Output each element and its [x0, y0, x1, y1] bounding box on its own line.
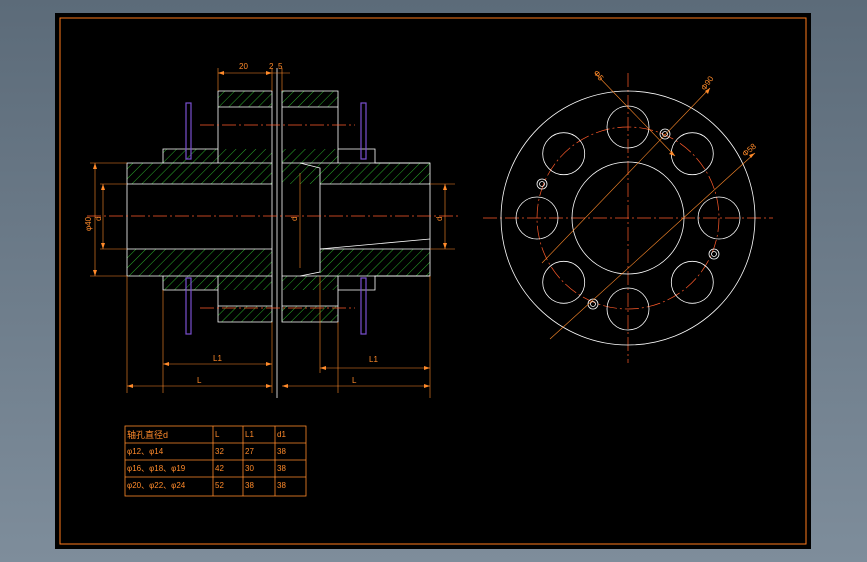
- bolt-holes: [515, 105, 741, 331]
- dim-label-right-d: d: [435, 217, 444, 221]
- table-header-L1: L1: [245, 430, 254, 439]
- bolt-hole: [606, 287, 650, 331]
- hub-outline: [571, 161, 685, 275]
- dim-label-d5: Φ5: [591, 69, 605, 84]
- table-cell: 30: [245, 464, 254, 473]
- hatch-regions: [127, 91, 430, 322]
- flange-outline: [500, 90, 756, 346]
- dim-label-5: 5: [278, 62, 283, 71]
- dim-label-20: 20: [239, 62, 248, 71]
- table-header-bore: 轴孔直径d: [127, 429, 168, 440]
- table-cell: 38: [277, 464, 286, 473]
- dim-label-center-d: d: [290, 217, 299, 221]
- dim-label-left-d: d: [94, 217, 103, 221]
- bolts: [185, 102, 367, 335]
- section-dimensions: [90, 68, 455, 398]
- bolt-hole: [697, 196, 741, 240]
- centerlines: [87, 124, 460, 309]
- dim-label-L1-right: L1: [369, 355, 378, 364]
- table-header-L: L: [215, 430, 220, 439]
- table-cell: 42: [215, 464, 224, 473]
- table-cell: φ16、φ18、φ19: [127, 464, 186, 473]
- dim-label-dia40: φ40: [84, 216, 93, 231]
- bolt-hole: [542, 132, 586, 176]
- end-view: Φ5 Φ90 Φ58: [483, 69, 773, 363]
- dim-label-2: 2: [269, 62, 274, 71]
- bolt-hole: [670, 132, 714, 176]
- bolt-hole: [670, 260, 714, 304]
- dimension-arrows: [93, 71, 447, 388]
- dim-label-d90: Φ90: [699, 74, 715, 92]
- spec-table: 轴孔直径d L L1 d1 φ12、φ14 32 27 38 φ16、φ18、φ…: [124, 425, 307, 497]
- bolt-hole: [515, 196, 559, 240]
- drawing-frame: [59, 17, 807, 545]
- pin-holes: [536, 128, 720, 310]
- table-header-d1: d1: [277, 430, 286, 439]
- section-view: [126, 68, 431, 398]
- table-cell: φ20、φ22、φ24: [127, 481, 186, 490]
- table-cell: 38: [277, 481, 286, 490]
- dim-label-L1-left: L1: [213, 354, 222, 363]
- table-cell: φ12、φ14: [127, 447, 164, 456]
- table-cell: 38: [245, 481, 254, 490]
- drawing-canvas: 20 2 5 φ40 d d d L1 L1 L L: [59, 17, 807, 545]
- dim-label-L-left: L: [197, 376, 202, 385]
- table-cell: 38: [277, 447, 286, 456]
- table-cell: 27: [245, 447, 254, 456]
- dim-label-L-right: L: [352, 376, 357, 385]
- table-cell: 52: [215, 481, 224, 490]
- drawing-sheet: 20 2 5 φ40 d d d L1 L1 L L: [55, 13, 811, 549]
- bolt-hole: [606, 105, 650, 149]
- dim-label-d58: Φ58: [741, 141, 759, 158]
- table-cell: 32: [215, 447, 224, 456]
- bolt-hole: [542, 260, 586, 304]
